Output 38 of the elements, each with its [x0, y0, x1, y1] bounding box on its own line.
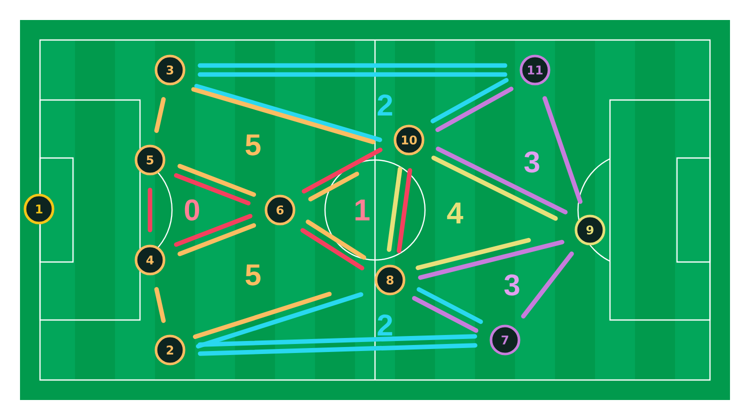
pass-line: [436, 146, 568, 214]
group-number: 2: [378, 94, 392, 116]
pass-line: [306, 220, 366, 260]
group-number: 5: [246, 134, 261, 156]
group-number: 3: [504, 274, 520, 296]
pass-line: [416, 287, 483, 324]
pass-line: [196, 292, 364, 348]
pass-line: [435, 86, 514, 132]
pass-line: [300, 228, 364, 270]
pass-line: [154, 287, 166, 323]
group-number: 1: [356, 200, 370, 220]
group-number: 0: [184, 199, 200, 221]
pass-line: [178, 223, 256, 256]
pass-line: [148, 188, 152, 232]
pass-line: [416, 238, 531, 270]
pass-line: [198, 334, 478, 347]
pass-line: [174, 214, 252, 247]
group-number: 2: [378, 314, 392, 336]
group-number: 4: [447, 202, 464, 224]
pass-line: [302, 148, 382, 194]
group-number: 3: [524, 151, 540, 173]
pass-line: [178, 164, 256, 197]
pass-line: [308, 172, 360, 202]
pass-line: [521, 251, 574, 318]
pass-line: [542, 96, 582, 204]
pass-line: [154, 97, 166, 133]
pass-line: [412, 296, 478, 333]
pass-line: [430, 78, 509, 124]
pass-line: [396, 168, 412, 254]
pass-line: [198, 63, 508, 68]
group-number: 5: [246, 264, 261, 286]
pass-line: [198, 343, 478, 356]
pass-line: [386, 166, 402, 252]
pass-line: [198, 72, 508, 77]
pass-line: [431, 156, 558, 221]
pass-line: [174, 173, 251, 206]
pass-line: [192, 292, 332, 339]
pass-line: [418, 240, 564, 280]
